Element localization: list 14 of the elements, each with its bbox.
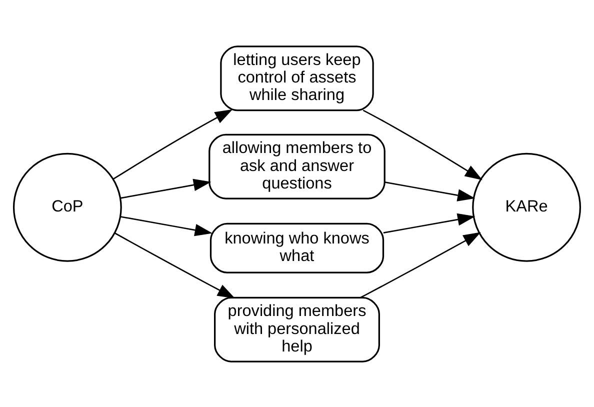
node-circle: CoP	[12, 152, 122, 262]
arrow	[120, 178, 212, 198]
arrow	[112, 108, 233, 180]
arrow	[120, 216, 213, 236]
node-box: providing members with personalized help	[214, 296, 380, 362]
node-circle: KARe	[472, 152, 582, 262]
arrow	[362, 109, 483, 180]
node-box: knowing who knows what	[210, 222, 384, 273]
node-box: allowing members to ask and answer questions	[208, 133, 386, 199]
arrow	[384, 181, 476, 201]
arrow	[114, 232, 236, 298]
arrow	[383, 212, 476, 234]
node-box: letting users keep control of assets while sharing	[220, 45, 374, 111]
arrow	[360, 232, 481, 298]
